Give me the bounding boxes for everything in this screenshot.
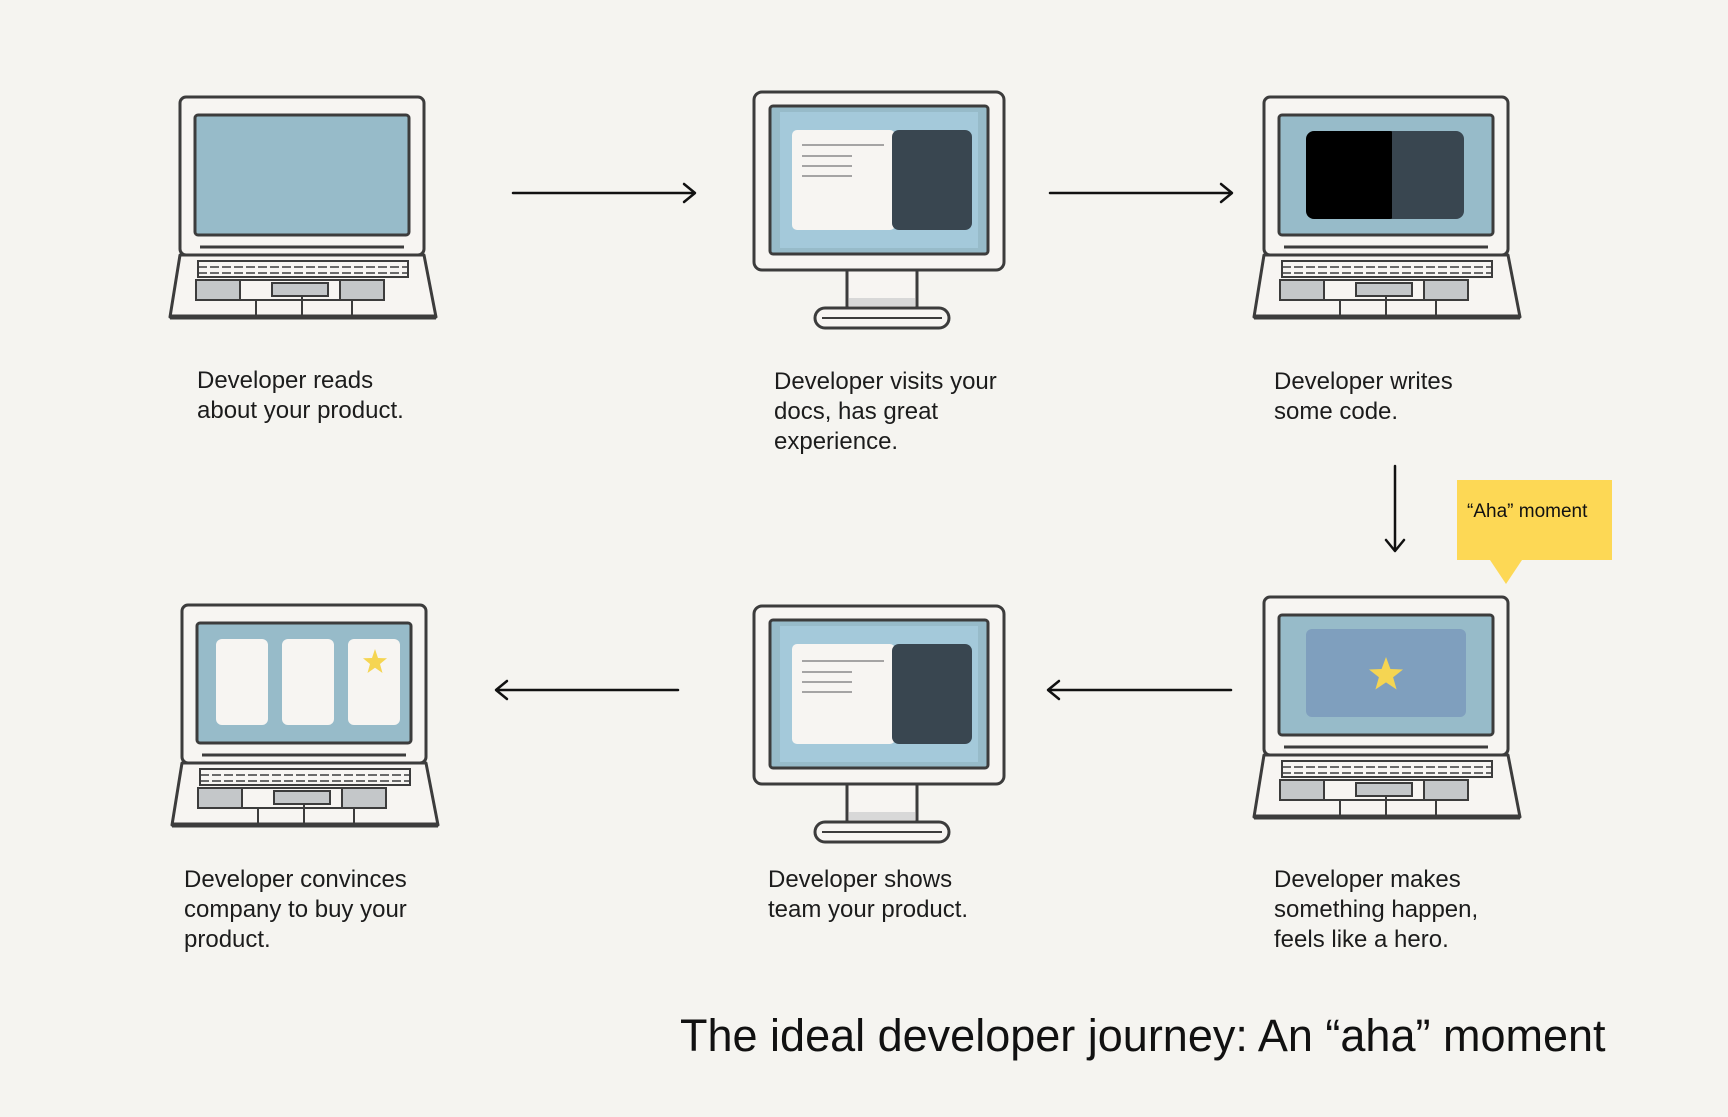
step-label-line: experience. [774,428,899,455]
step-label-line: Developer makes [1274,866,1461,893]
arrow-icon [1048,182,1234,204]
step-label-line: feels like a hero. [1274,926,1449,953]
step-label-line: product. [184,926,271,953]
star-icon [1369,657,1403,690]
step-1-label: Developer reads about your product. [197,366,404,426]
step-label-line: some code. [1274,398,1399,425]
diagram-title: The ideal developer journey: An “aha” mo… [680,1010,1606,1061]
step-label-line: company to buy your [184,896,407,923]
step-4-label: Developer makes something happen, feels … [1274,865,1478,955]
laptop-icon [1252,95,1522,320]
step-label-line: Developer writes [1274,368,1453,395]
step-2-label: Developer visits your docs, has great ex… [774,367,997,457]
step-label-line: Developer reads [197,367,374,394]
desktop-monitor-icon [752,90,1006,330]
arrow-icon [1384,464,1406,553]
step-5-label: Developer shows team your product. [768,865,968,925]
step-label-line: Developer shows [768,866,953,893]
step-label-line: docs, has great [774,398,939,425]
laptop-icon [168,95,438,320]
step-label-line: something happen, [1274,896,1479,923]
arrow-icon [511,182,697,204]
step-label-line: about your product. [197,397,404,424]
arrow-icon [1046,679,1233,701]
step-label-line: Developer visits your [774,368,997,395]
step-label-line: Developer convinces [184,866,407,893]
star-icon [363,649,387,673]
aha-moment-callout: “Aha” moment [1457,480,1612,584]
arrow-icon [494,679,680,701]
laptop-icon [170,603,440,828]
laptop-icon [1252,595,1522,820]
step-6-label: Developer convinces company to buy your … [184,865,407,955]
desktop-monitor-icon [752,604,1006,844]
step-label-line: team your product. [768,896,969,923]
step-3-label: Developer writes some code. [1274,367,1453,427]
